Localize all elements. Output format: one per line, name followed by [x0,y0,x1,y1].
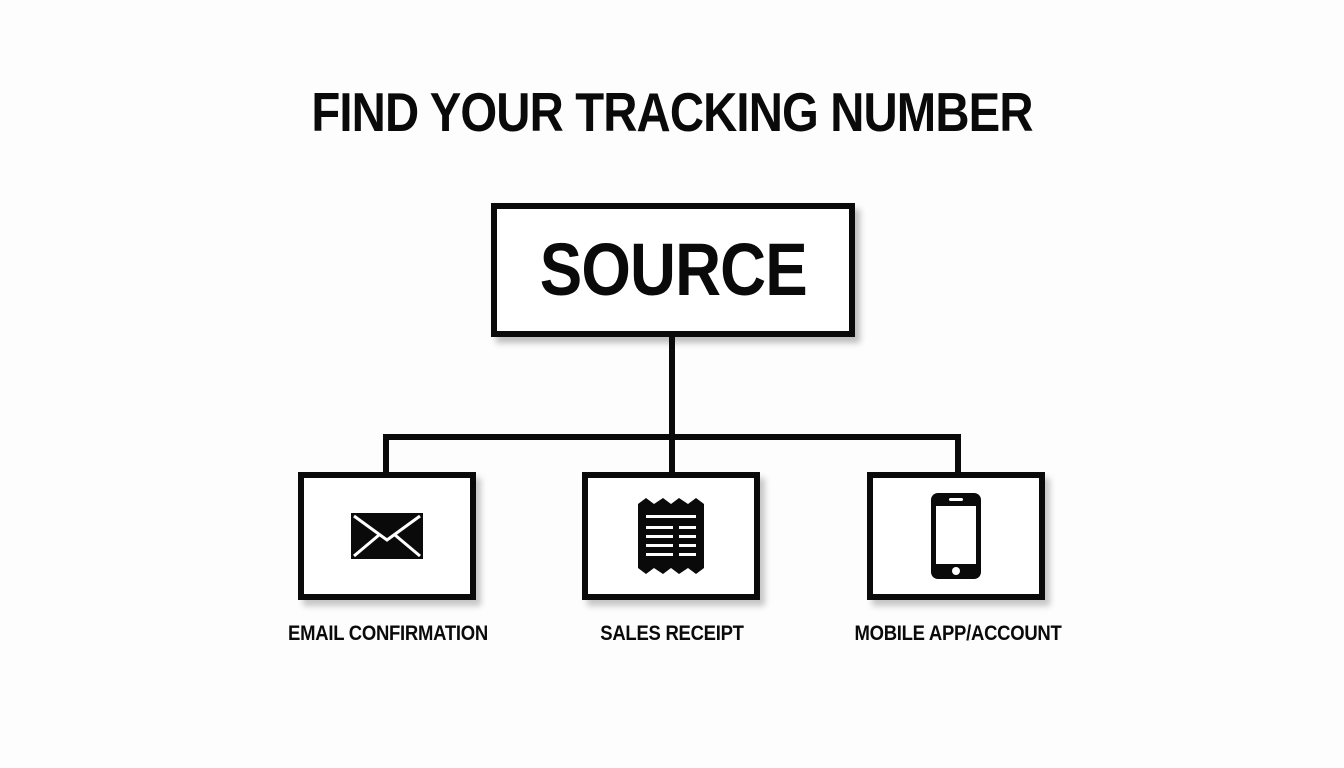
connector-center [669,434,675,474]
mobile-app-account-label: MOBILE APP/ACCOUNT [854,622,1062,645]
email-confirmation-label: EMAIL CONFIRMATION [288,622,488,645]
source-node: SOURCE [491,203,855,337]
email-confirmation-node [298,472,476,600]
connector-right [955,434,961,474]
source-node-label: SOURCE [539,228,807,311]
connector-left [383,434,389,474]
diagram-title: FIND YOUR TRACKING NUMBER [311,81,1033,143]
smartphone-icon [931,493,981,579]
receipt-icon [638,498,704,574]
mobile-app-account-node [867,472,1045,600]
sales-receipt-label: SALES RECEIPT [600,622,744,645]
envelope-icon [351,513,423,559]
connector-trunk [669,335,675,440]
sales-receipt-node [582,472,760,600]
